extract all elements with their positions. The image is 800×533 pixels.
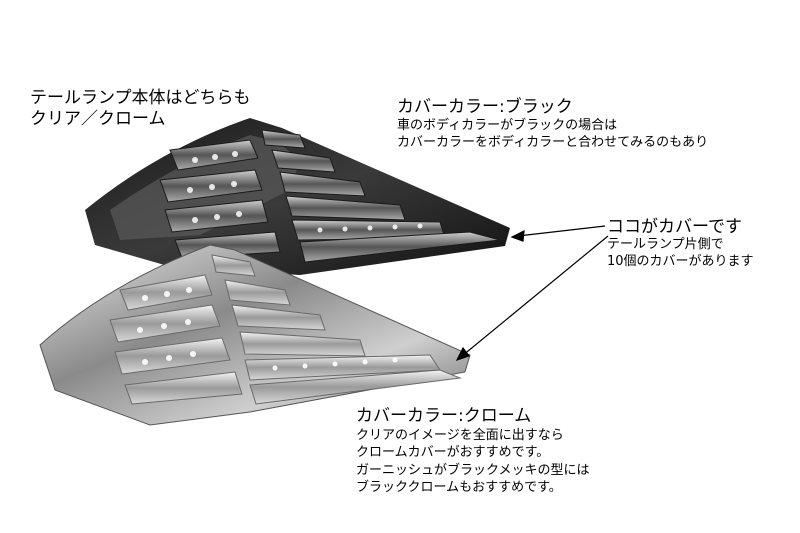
black-cover-line2: カバーカラーをボディカラーと合わせてみるのもあり [397, 135, 709, 150]
chrome-cover-segments [109, 254, 462, 405]
main-caption-line1: テールランプ本体はどちらも [30, 88, 251, 108]
black-cover-line1: 車のボディカラーがブラックの場合は [397, 118, 618, 133]
cover-note-heading: ココがカバーです [607, 217, 742, 237]
cover-note-line2: 10個のカバーがあります [607, 254, 754, 269]
chrome-cover-heading: カバーカラー:クローム [356, 406, 532, 426]
black-cover-heading: カバーカラー:ブラック [397, 97, 573, 117]
chrome-cover-line4: ブラッククロームもおすすめです。 [356, 480, 562, 495]
chrome-cover-line2: クロームカバーがおすすめです。 [356, 445, 550, 460]
cover-note-line1: テールランプ片側で [607, 237, 724, 252]
chrome-cover-line1: クリアのイメージを全面に出すなら [356, 428, 564, 443]
tail-lamp-black-cover [85, 118, 510, 275]
black-cover-segments [159, 129, 501, 263]
pointer-arrows [455, 225, 609, 362]
main-caption: テールランプ本体はどちらも クリア／クローム [30, 88, 251, 130]
chrome-cover-line3: ガーニッシュがブラックメッキの型には [356, 463, 590, 478]
arrowhead-black [510, 229, 525, 242]
tail-lamp-chrome-cover [39, 244, 471, 426]
main-caption-line2: クリア／クローム [30, 109, 166, 129]
arrowhead-chrome [455, 346, 470, 362]
